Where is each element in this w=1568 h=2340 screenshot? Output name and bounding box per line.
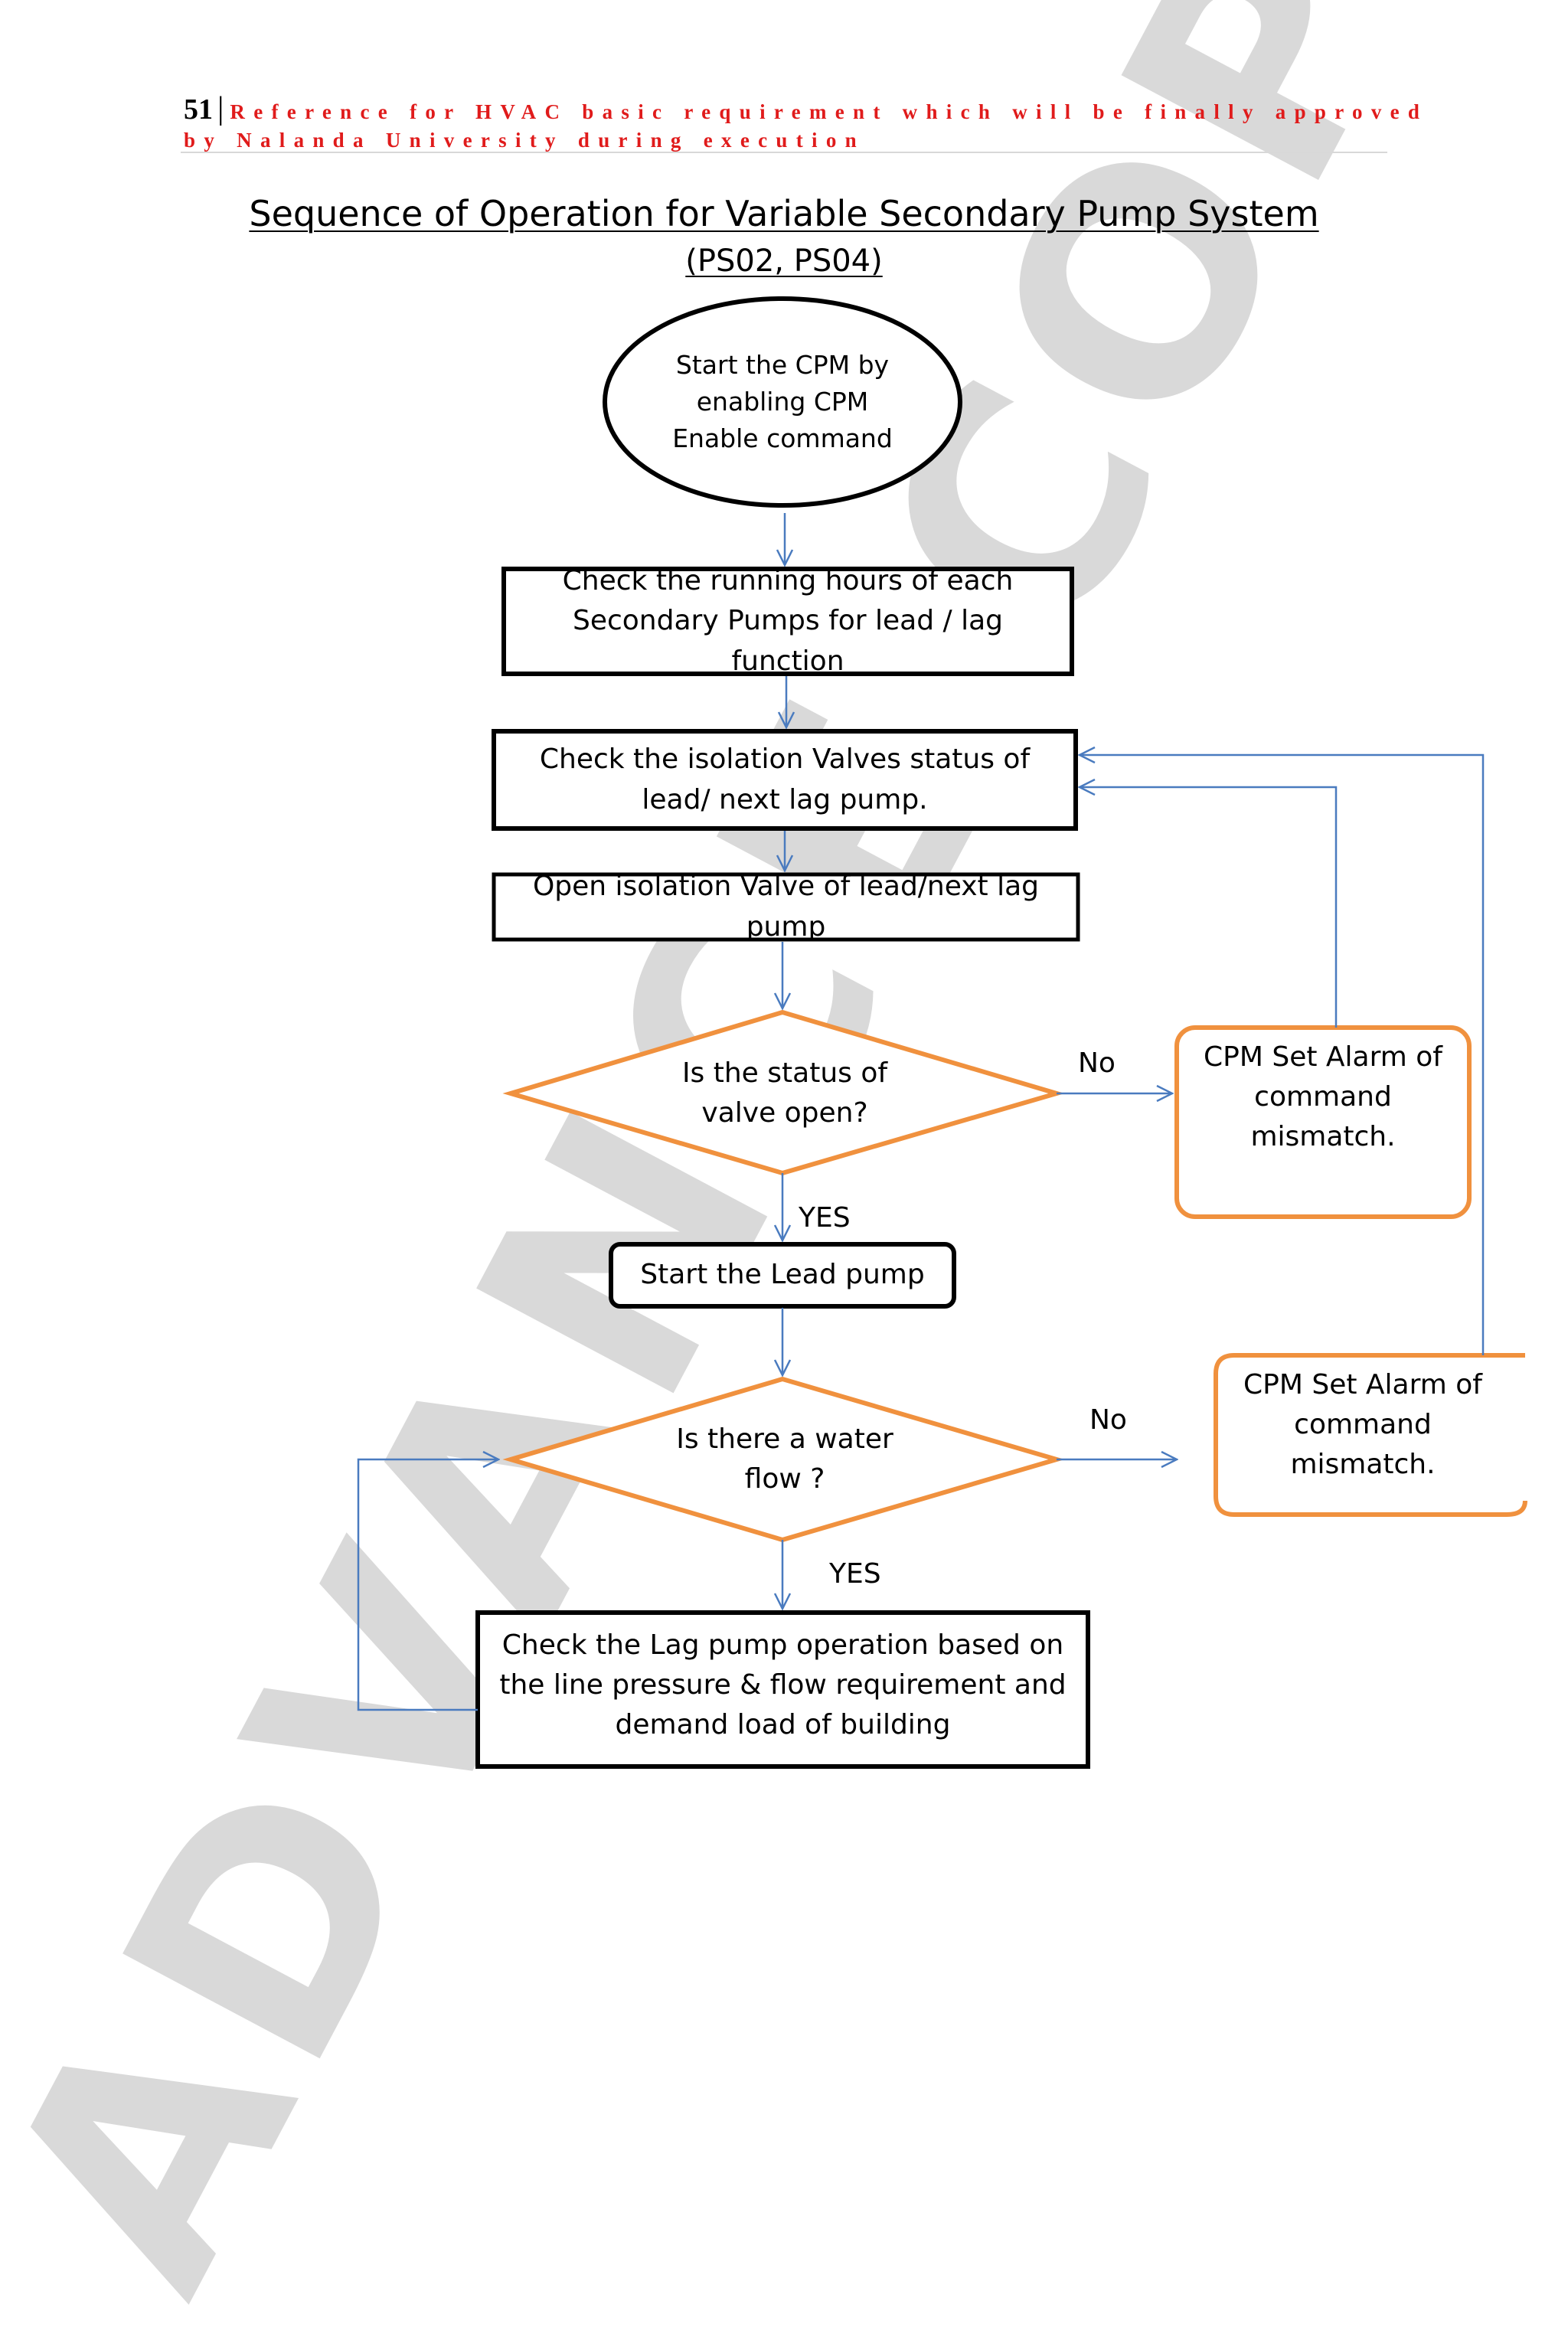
header-divider [181,152,1387,153]
alarm1-node: CPM Set Alarm of command mismatch. [1204,1041,1442,1153]
edge-label-yes-1: YES [799,1202,851,1234]
header-text-line-1: Reference for HVAC basic requirement whi… [230,100,1429,123]
alarm1-box [1174,1025,1472,1219]
flowchart [357,296,1527,1769]
start-ellipse [603,296,962,508]
check-lag-node: Check the Lag pump operation based on th… [499,1629,1067,1741]
edge-label-no-2: No [1089,1404,1127,1436]
start-lead-box [609,1242,956,1309]
page-number: 51 [184,93,213,126]
header-separator: | [217,91,224,126]
edge-label-no-1: No [1078,1047,1116,1079]
decision-valve-node: Is the status of valve open? [681,1057,888,1129]
open-valve-node: Open isolation Valve of lead/next lag pu… [532,871,1040,943]
page-title: Sequence of Operation for Variable Secon… [0,193,1568,234]
open-valve-box [492,872,1080,942]
edge-label-yes-2: YES [829,1558,881,1590]
start-lead-node: Start the Lead pump [640,1259,925,1291]
alarm2-node: CPM Set Alarm of command mismatch. [1243,1369,1482,1481]
start-node: Start the CPM by enabling CPM Enable com… [672,350,893,453]
check-lag-box [475,1610,1090,1769]
check-valves-box [492,729,1078,831]
check-valves-node: Check the isolation Valves status of lea… [539,744,1031,815]
alarm2-box [1214,1353,1527,1517]
decision-flow-node: Is there a water flow ? [676,1423,893,1495]
header-line-1: 51| Reference for HVAC basic requirement … [184,90,1428,127]
subtitle-text: (PS02, PS04) [685,243,883,279]
title-text: Sequence of Operation for Variable Secon… [249,193,1319,234]
arrow-alarm1-loop [1080,787,1338,1028]
header-line-2: by Nalanda University during execution [184,129,865,152]
header-text-line-2: by Nalanda University during execution [184,129,865,152]
arrow-alarm2-loop [1080,755,1485,1355]
arrow-lag-loop [357,1459,498,1711]
page-subtitle: (PS02, PS04) [0,243,1568,279]
check-hours-box [501,567,1074,676]
check-hours-node: Check the running hours of each Secondar… [562,565,1014,677]
